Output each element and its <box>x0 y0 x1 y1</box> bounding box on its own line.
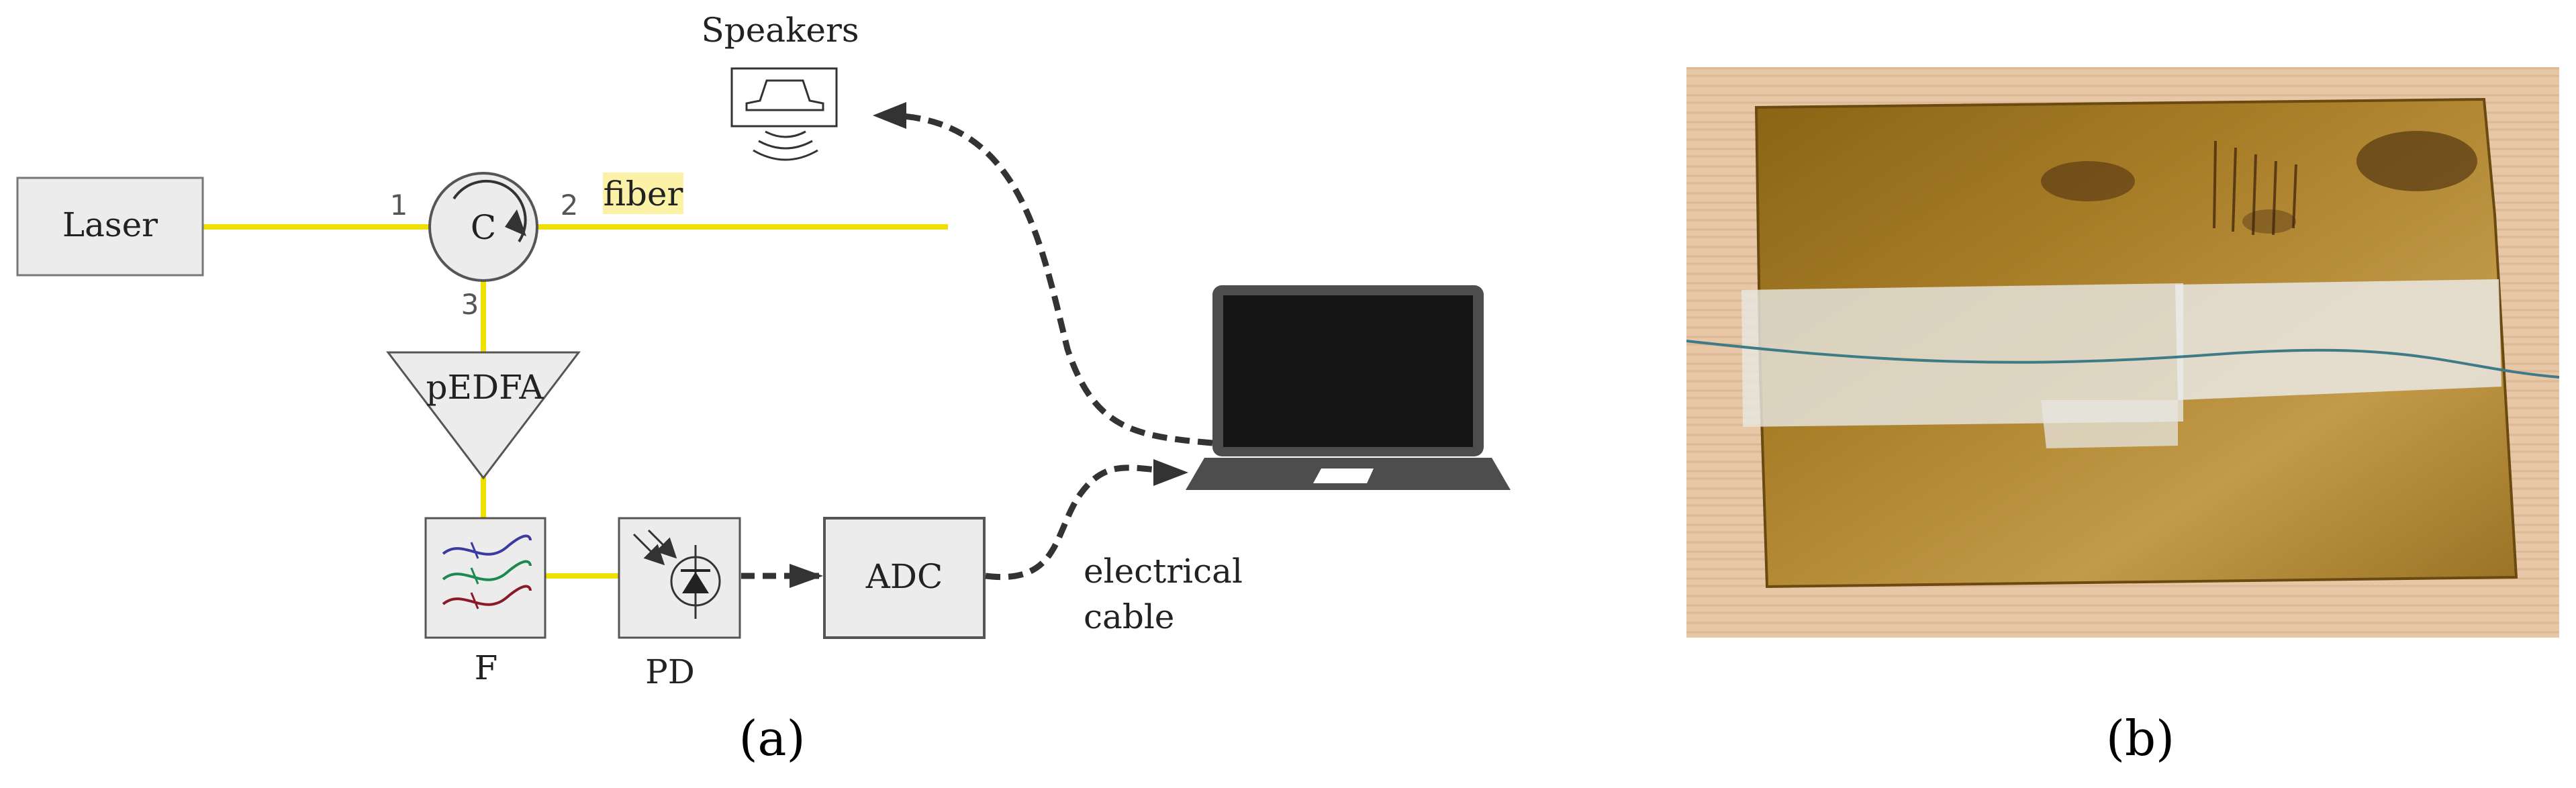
laptop-trackpad <box>1313 469 1374 483</box>
brass-plate-with-taped-fiber-photo <box>1686 67 2560 638</box>
cable-adc-to-laptop <box>985 464 1176 580</box>
adc-label: ADC <box>865 557 943 596</box>
panel-b: (b) <box>1686 67 2560 767</box>
laptop-icon <box>1186 285 1511 490</box>
caption-b: (b) <box>2106 710 2175 767</box>
optical-fiber-strand <box>1686 340 2560 379</box>
circulator-rotation-arrow-icon <box>452 179 527 243</box>
speakers-label: Speakers <box>701 11 859 50</box>
port-3-label: 3 <box>461 288 479 321</box>
tape-strip-right <box>2175 279 2501 400</box>
cable-laptop-to-speakers <box>892 112 1213 446</box>
caption-a: (a) <box>738 710 805 767</box>
cable-arrow-speakers-icon <box>873 102 906 129</box>
panel-a: Laser C 1 2 3 fiber Speakers pEDFA <box>16 11 1511 767</box>
laptop-screen <box>1223 295 1473 447</box>
cable-arrow-laptop-icon <box>1153 459 1188 486</box>
speaker-icon <box>730 67 838 161</box>
filter-curve-blue <box>442 534 532 556</box>
photodiode-label: PD <box>645 652 695 691</box>
filter-box <box>424 517 546 639</box>
tape-strip-left <box>1742 283 2183 427</box>
port-2-label: 2 <box>561 189 579 221</box>
optical-fiber-lines <box>203 224 948 579</box>
laser-box: Laser <box>16 177 204 277</box>
circulator: C <box>428 172 538 282</box>
circulator-label: C <box>471 208 496 247</box>
laser-label: Laser <box>62 205 158 244</box>
cable-label-line1: electrical <box>1084 552 1243 591</box>
port-1-label: 1 <box>390 189 408 221</box>
cable-label-line2: cable <box>1084 597 1174 636</box>
photodiode-box <box>618 517 741 639</box>
cable-arrow-icon <box>790 564 823 588</box>
filter-curve-red <box>442 585 532 606</box>
photodiode-symbol-icon <box>682 572 709 593</box>
pedfa-amplifier: pEDFA <box>385 351 581 480</box>
filter-label: F <box>475 648 498 687</box>
circulator-arrowhead-icon <box>505 209 526 236</box>
fiber-label-highlight <box>603 173 683 214</box>
adc-box: ADC <box>823 517 986 639</box>
filter-curve-green <box>442 560 532 581</box>
pedfa-label: pEDFA <box>426 368 544 407</box>
fiber-label: fiber <box>604 175 683 213</box>
